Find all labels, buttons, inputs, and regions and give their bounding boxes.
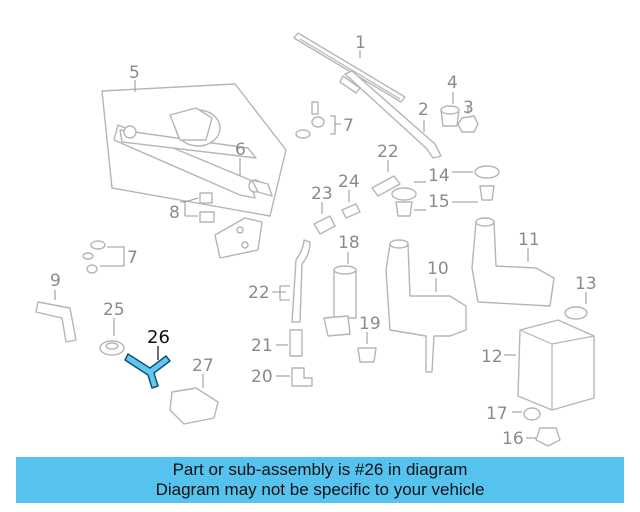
part-20-elbow <box>276 367 313 387</box>
part-21-connector <box>276 329 303 357</box>
part-23-check-valve <box>313 202 336 235</box>
part-2-wiper-arm <box>339 70 442 159</box>
callout-10: 10 <box>427 259 449 279</box>
part-7-upper-fasteners <box>295 101 341 139</box>
callout-1: 1 <box>355 33 366 53</box>
part-27-nozzle <box>169 374 219 425</box>
callout-11: 11 <box>518 230 540 250</box>
callout-14: 14 <box>428 166 450 186</box>
part-5-wiper-linkage <box>101 80 287 217</box>
callout-8: 8 <box>169 203 180 223</box>
callout-23: 23 <box>311 184 333 204</box>
callout-26-highlighted: 26 <box>147 327 170 348</box>
callout-18: 18 <box>338 233 360 253</box>
part-6-pivot <box>239 158 273 197</box>
callout-22-upper: 22 <box>377 142 399 162</box>
part-11-reservoir <box>471 217 555 307</box>
part-10-reservoir <box>385 239 467 373</box>
part-18-pump <box>323 252 357 337</box>
part-25-grommet <box>99 318 125 356</box>
part-13-seal-ring <box>564 292 588 320</box>
part-1-wiper-blade <box>293 32 406 103</box>
part-14-cap <box>391 181 426 201</box>
part-15-strainer <box>395 201 426 217</box>
banner-line-part-number: Part or sub-assembly is #26 in diagram <box>172 460 468 479</box>
callout-27: 27 <box>192 356 214 376</box>
part-4-cap <box>440 92 460 127</box>
linkage-bracket <box>214 217 263 259</box>
callout-15: 15 <box>428 192 450 212</box>
part-17-grommet <box>512 407 541 421</box>
callout-3: 3 <box>463 98 474 118</box>
banner-line-disclaimer: Diagram may not be specific to your vehi… <box>155 480 485 499</box>
part-26-hose-connector <box>124 346 171 389</box>
callout-4: 4 <box>447 73 458 93</box>
part-14-right-cap <box>452 165 500 179</box>
callout-20: 20 <box>251 367 273 387</box>
part-3-nut <box>457 106 479 133</box>
part-15-right-strainer <box>452 185 495 203</box>
callout-17: 17 <box>486 404 508 424</box>
callout-21: 21 <box>251 336 273 356</box>
callout-9: 9 <box>50 271 61 291</box>
part-9-bracket <box>35 290 77 343</box>
callout-7-lower: 7 <box>127 248 138 268</box>
callout-22-left: 22 <box>248 283 270 303</box>
part-8-bushings <box>180 192 215 223</box>
part-19-grommet <box>357 332 377 363</box>
part-24-valve <box>341 190 361 219</box>
part-12-tank <box>504 319 595 411</box>
callout-12: 12 <box>481 347 503 367</box>
parts-diagram: 1 2 3 4 5 6 7 7 8 9 10 11 12 13 14 15 16… <box>35 32 597 449</box>
callout-7-upper: 7 <box>343 116 354 136</box>
part-22-hose <box>272 239 311 323</box>
callout-13: 13 <box>575 274 597 294</box>
callout-6: 6 <box>235 140 246 160</box>
callout-16: 16 <box>502 429 524 449</box>
callout-19: 19 <box>359 314 381 334</box>
info-banner: Part or sub-assembly is #26 in diagram D… <box>16 457 624 503</box>
part-22-upper-connector <box>371 160 401 197</box>
callout-2: 2 <box>418 100 429 120</box>
part-16-clip <box>526 427 561 447</box>
callout-25: 25 <box>103 300 125 320</box>
part-7-lower-fasteners <box>82 240 125 274</box>
callout-24: 24 <box>338 172 360 192</box>
callout-5: 5 <box>129 63 140 83</box>
